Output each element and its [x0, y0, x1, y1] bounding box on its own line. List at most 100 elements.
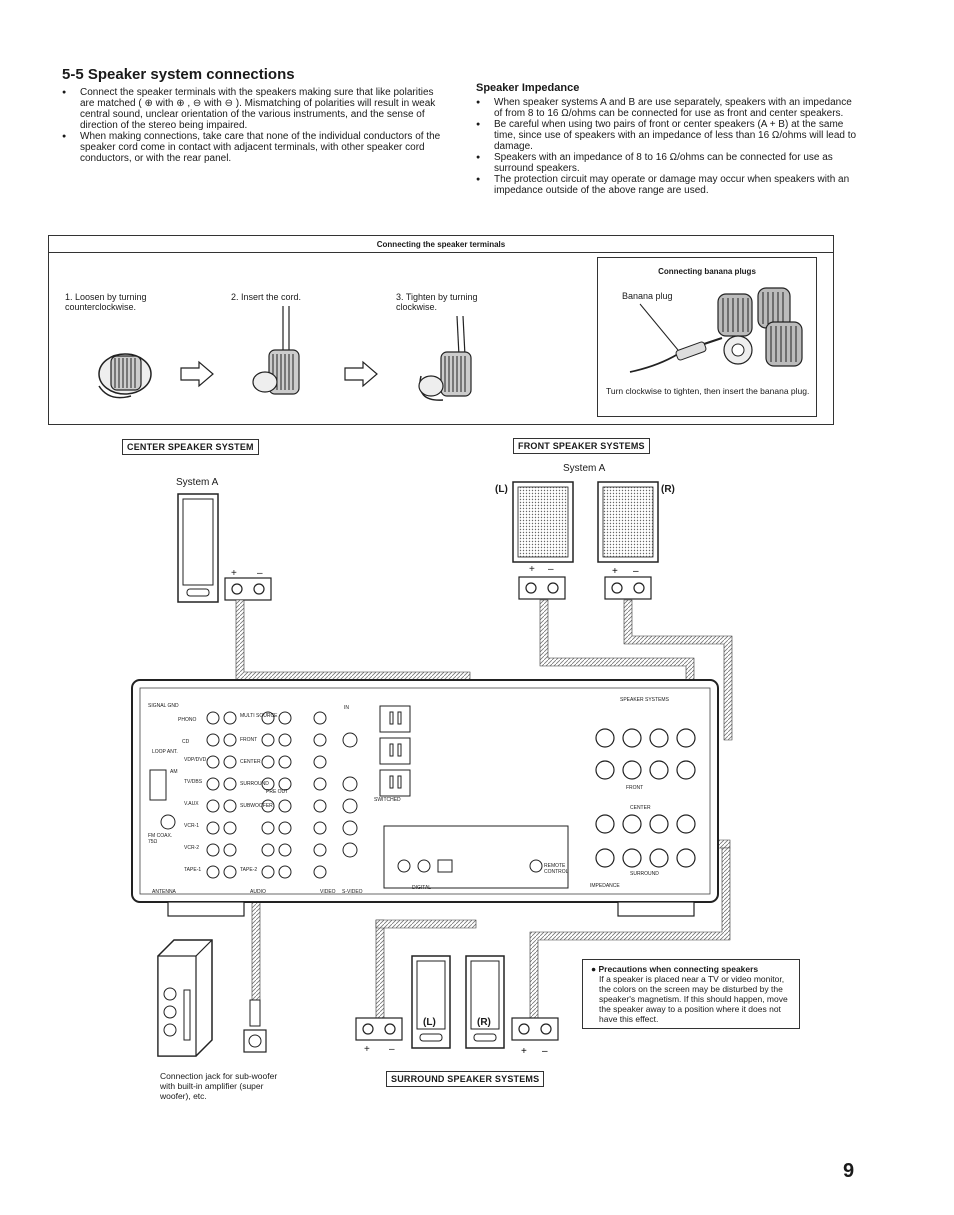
center-system-label: System A: [176, 477, 219, 488]
jack-label: V.AUX: [184, 801, 199, 807]
front-right-label: (R): [661, 484, 675, 495]
panel-label: REMOTE CONTROL: [544, 863, 569, 875]
page-number: 9: [843, 1160, 855, 1182]
jack-label: MULTI SOURCE: [240, 713, 278, 719]
front-left-terminal-icon: [518, 576, 566, 600]
surround-left-terminal-icon: [355, 1017, 403, 1041]
subwoofer-jack-icon: [243, 999, 267, 1053]
panel-label: SIGNAL GND: [148, 703, 179, 709]
jack-label: VCR-1: [184, 823, 200, 829]
center-speaker-label: CENTER SPEAKER SYSTEM: [122, 439, 259, 455]
list-item: Connect the speaker terminals with the s…: [60, 87, 445, 131]
front-minus-sign: –: [548, 564, 554, 575]
panel-label: IMPEDANCE: [590, 883, 620, 889]
step-loosen: 1. Loosen by turning counterclockwise.: [65, 292, 147, 312]
panel-label: VIDEO: [320, 889, 336, 895]
center-terminal-icon: [224, 577, 272, 601]
terminal-steps-illustration: [98, 306, 472, 401]
terminal-post-icon: [717, 287, 803, 367]
jack-label: SURROUND: [240, 781, 269, 787]
surround-right-speaker-icon: [465, 955, 505, 1049]
terminal-box-title: Connecting the speaker terminals: [376, 240, 506, 249]
subwoofer-note: Connection jack for sub-woofer with buil…: [160, 1071, 278, 1101]
precautions-box: ● Precautions when connecting speakers I…: [582, 959, 800, 1029]
front-speaker-label: FRONT SPEAKER SYSTEMS: [513, 438, 650, 454]
panel-label: DIGITAL: [412, 885, 432, 891]
impedance-notes-list: When speaker systems A and B are use sep…: [474, 97, 858, 196]
front-right-minus-sign: –: [633, 566, 639, 577]
panel-label: FM COAX. 75Ω: [148, 833, 173, 845]
banana-plug-label: Banana plug: [622, 291, 673, 301]
center-minus-sign: –: [257, 568, 263, 579]
step-tighten: 3. Tighten by turning clockwise.: [396, 292, 478, 312]
banana-box-title: Connecting banana plugs: [658, 267, 756, 276]
step-insert: 2. Insert the cord.: [231, 292, 302, 302]
panel-label: AM: [170, 769, 178, 775]
panel-label: PRE OUT: [266, 789, 289, 795]
panel-label: SWITCHED: [374, 797, 401, 803]
arrow-icon: [344, 360, 378, 388]
panel-label: AUDIO: [250, 889, 266, 895]
list-item: The protection circuit may operate or da…: [474, 174, 858, 196]
list-item: Be careful when using two pairs of front…: [474, 119, 858, 152]
panel-speaker-terminals: [595, 728, 696, 868]
precautions-title: ● Precautions when connecting speakers: [591, 964, 759, 974]
jack-label: TAPE-1: [184, 867, 202, 873]
ac-outlets: [379, 705, 411, 797]
panel-label: SPEAKER SYSTEMS: [620, 697, 669, 703]
surround-right-terminal-icon: [511, 1017, 559, 1041]
surround-left-speaker-icon: [411, 955, 451, 1049]
terminal-loosen-icon: [98, 353, 152, 399]
front-plus-sign: +: [529, 564, 535, 575]
center-plus-sign: +: [231, 568, 237, 579]
subwoofer-icon: [157, 939, 213, 1057]
surround-plus-sign: +: [364, 1044, 370, 1055]
banana-plug-illustration: [629, 287, 803, 373]
banana-plug-box: Connecting banana plugs Banana plug Turn…: [597, 257, 817, 417]
banana-plug-note: Turn clockwise to tighten, then insert t…: [606, 386, 810, 396]
precautions-text: If a speaker is placed near a TV or vide…: [599, 974, 788, 1024]
front-right-speaker-icon: [597, 481, 659, 563]
jack-label: TAPE-2: [240, 867, 258, 873]
list-item: Speakers with an impedance of 8 to 16 Ω/…: [474, 152, 858, 174]
front-left-speaker-icon: [512, 481, 574, 563]
surround-right-label: (R): [477, 1017, 491, 1028]
terminal-tighten-icon: [418, 315, 472, 401]
surround-left-label: (L): [423, 1017, 436, 1028]
center-speaker-icon: [177, 493, 219, 603]
surround-speaker-label: SURROUND SPEAKER SYSTEMS: [386, 1071, 545, 1087]
panel-label: IN: [344, 705, 349, 711]
surround-minus-sign: –: [389, 1044, 395, 1055]
jack-label: CENTER: [240, 759, 261, 765]
arrow-icon: [180, 360, 214, 388]
surround-right-plus-sign: +: [521, 1046, 527, 1057]
receiver-rear-panel: [131, 679, 719, 917]
jack-label: VDP/DVD: [184, 757, 207, 763]
terminal-insert-icon: [252, 306, 300, 395]
list-item: When making connections, take care that …: [60, 131, 445, 164]
panel-label: FRONT: [626, 785, 644, 791]
panel-label: ANTENNA: [152, 889, 176, 895]
jack-label: TV/DBS: [184, 779, 203, 785]
panel-label: S-VIDEO: [342, 889, 363, 895]
panel-label: SURROUND: [630, 871, 659, 877]
surround-right-minus-sign: –: [542, 1046, 548, 1057]
jack-label: SUBWOOFER: [240, 803, 273, 809]
terminal-connection-box: Connecting the speaker terminals 1. Loos…: [48, 235, 834, 425]
jack-label: FRONT: [240, 737, 258, 743]
panel-label: CD: [182, 739, 190, 745]
jack-label: VCR-2: [184, 845, 200, 851]
divider: [49, 252, 833, 253]
front-right-terminal-icon: [604, 576, 652, 600]
front-right-plus-sign: +: [612, 566, 618, 577]
rca-jack-grid: [206, 711, 358, 879]
front-left-label: (L): [495, 484, 508, 495]
panel-label: PHONO: [178, 717, 197, 723]
panel-labels: SIGNAL GND PHONO CD LOOP ANT. AM FM COAX…: [146, 693, 706, 895]
front-system-label: System A: [563, 463, 606, 474]
panel-label: CENTER: [630, 805, 651, 811]
impedance-heading: Speaker Impedance: [476, 82, 580, 94]
panel-label: LOOP ANT.: [152, 749, 178, 755]
list-item: When speaker systems A and B are use sep…: [474, 97, 858, 119]
